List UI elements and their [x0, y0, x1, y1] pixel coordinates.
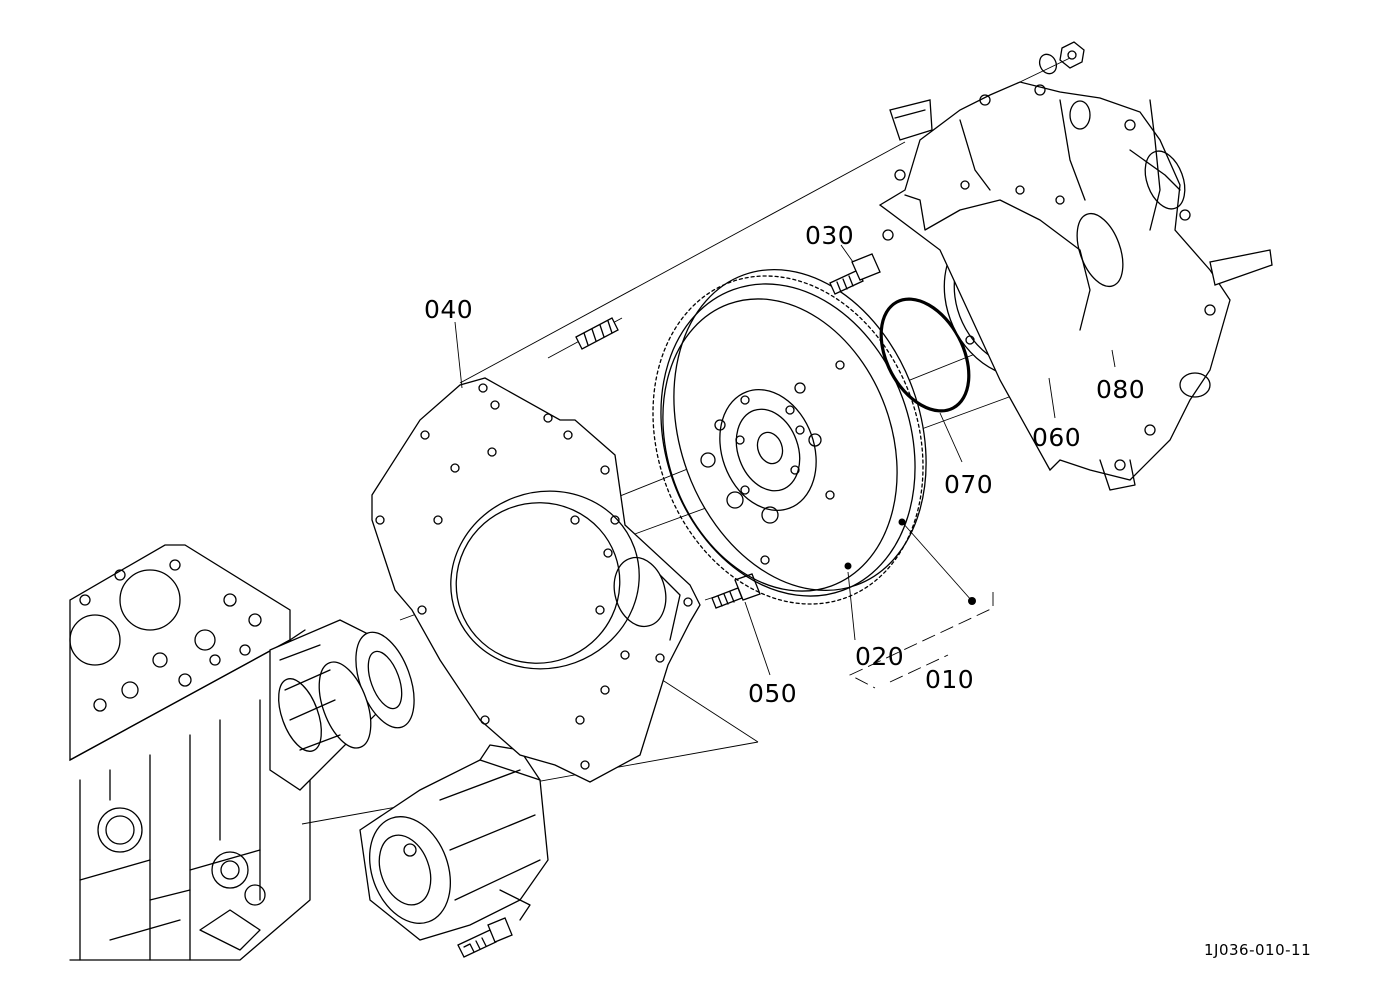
nut-washer: [1019, 41, 1085, 83]
flywheel-housing-plate: [371, 377, 701, 783]
flywheel: [652, 268, 976, 605]
label-070: 070: [944, 470, 993, 499]
starter-bolt: [457, 917, 513, 958]
crankshaft: [269, 619, 415, 791]
label-010: 010: [925, 665, 974, 694]
transmission-housing: [878, 81, 1273, 491]
bolt-030: [829, 253, 881, 295]
drawing-code: 1J036-010-11: [1204, 941, 1311, 959]
label-040: 040: [424, 295, 473, 324]
part-labels: 030 040 080 060 070 020 010 050: [424, 221, 1145, 708]
label-030: 030: [805, 221, 854, 250]
label-080: 080: [1096, 375, 1145, 404]
dowel-stud: [575, 317, 619, 350]
leader-lines: [454, 244, 1116, 689]
label-020: 020: [855, 642, 904, 671]
label-050: 050: [748, 679, 797, 708]
starter-motor: [359, 744, 549, 958]
label-060: 060: [1032, 423, 1081, 452]
engine-block: [69, 544, 311, 961]
